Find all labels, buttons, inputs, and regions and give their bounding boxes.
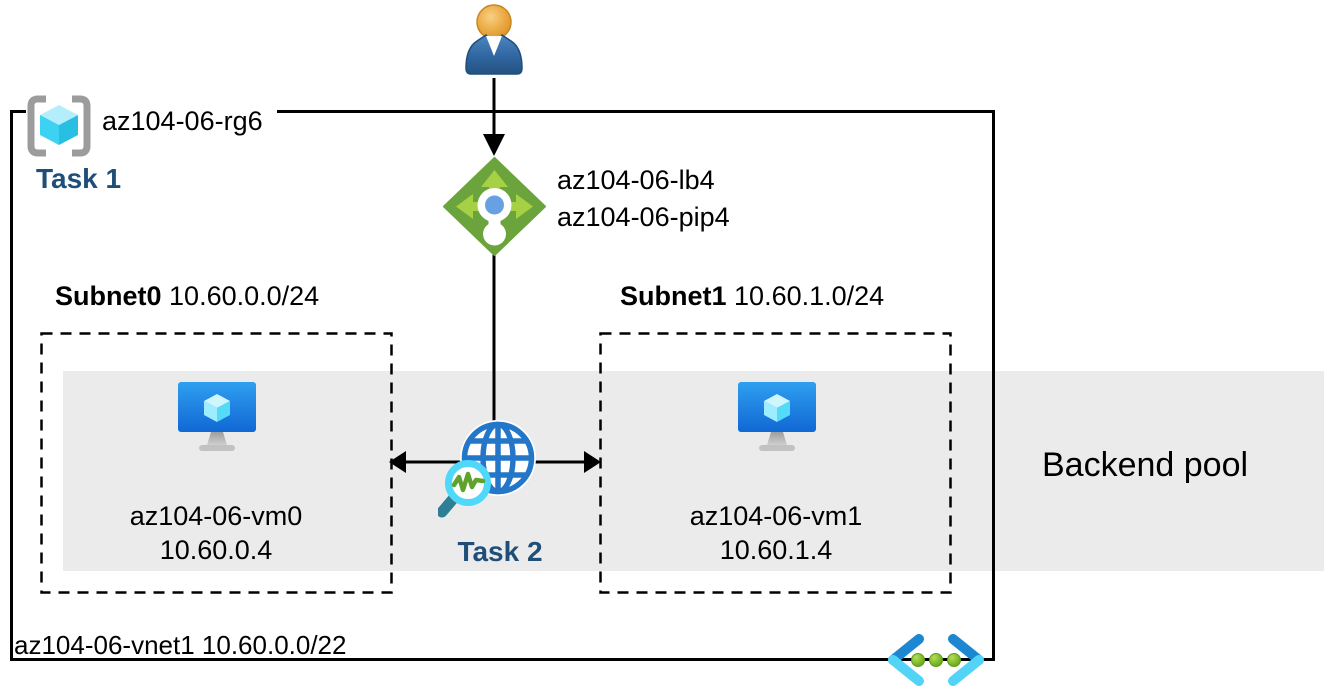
network-watcher-icon (438, 420, 536, 518)
vm-stand-base (759, 445, 795, 451)
vnet-dot-3 (947, 653, 961, 667)
subnet1-name: Subnet1 (620, 281, 727, 311)
load-balancer-labels: az104-06-lb4 az104-06-pip4 (557, 162, 730, 236)
user-collar (486, 36, 502, 56)
user-icon (465, 4, 523, 75)
lb-arrow-up (481, 170, 508, 201)
vm-stand-base (199, 445, 235, 451)
vm-cube-left (764, 401, 777, 422)
vm-cube-right (217, 401, 230, 422)
bracket-right (72, 95, 91, 157)
user-head (476, 4, 512, 40)
magnifier-handle (438, 493, 459, 518)
pulse-line (451, 471, 486, 493)
vnet-label: az104-06-vnet1 10.60.0.0/22 (14, 630, 347, 660)
resource-group-header: az104-06-rg6 (26, 94, 277, 162)
cube-left-face (40, 115, 59, 145)
vnet-chevron-right-top (948, 634, 984, 665)
vnet-dot-1 (911, 653, 925, 667)
subnet1-label: Subnet1 10.60.1.0/24 (620, 281, 884, 312)
vm0-labels: az104-06-vm0 10.60.0.4 (66, 499, 366, 567)
virtual-network-icon (888, 634, 984, 686)
resource-group-name: az104-06-rg6 (102, 106, 263, 136)
public-ip-name: az104-06-pip4 (557, 202, 730, 232)
vm0-icon (178, 382, 256, 451)
subnet1-cidr: 10.60.1.0/24 (734, 281, 885, 311)
bracket-left (27, 95, 46, 157)
resource-group-boundary (10, 110, 995, 661)
lb-arrow-right (500, 194, 533, 219)
vm1-name: az104-06-vm1 (689, 501, 863, 531)
vm1-icon (738, 382, 816, 451)
subnet0-cidr: 10.60.0.0/24 (169, 281, 320, 311)
load-balancer-icon (443, 157, 546, 256)
task2-label: Task 2 (457, 536, 543, 567)
vm0-name: az104-06-vm0 (129, 501, 303, 531)
vm1-ip: 10.60.1.4 (719, 535, 833, 565)
load-balancer-name: az104-06-lb4 (557, 165, 715, 195)
backend-pool-label: Backend pool (1042, 446, 1249, 484)
vm1-labels: az104-06-vm1 10.60.1.4 (626, 499, 926, 567)
magnifier-lens (445, 460, 491, 506)
vm0-ip: 10.60.0.4 (159, 535, 273, 565)
vnet-chevron-right-bottom (948, 655, 984, 686)
lb-center-dot (485, 195, 504, 215)
vm-stand (767, 432, 787, 445)
globe-icon (461, 421, 535, 495)
resource-group-icon (27, 95, 91, 157)
cube-right-face (59, 115, 78, 145)
vnet-dot-2 (929, 653, 943, 667)
lb-bottom-node (483, 222, 506, 246)
vnet-chevron-left-top (888, 634, 924, 665)
subnet0-label: Subnet0 10.60.0.0/24 (55, 281, 319, 312)
vm-cube-left (204, 401, 217, 422)
vm-cube-right (777, 401, 790, 422)
subnet0-name: Subnet0 (55, 281, 162, 311)
vm-stand (207, 432, 227, 445)
task1-label: Task 1 (36, 163, 122, 194)
vnet-chevron-left-bottom (888, 655, 924, 686)
lb-arrow-left (456, 194, 489, 219)
